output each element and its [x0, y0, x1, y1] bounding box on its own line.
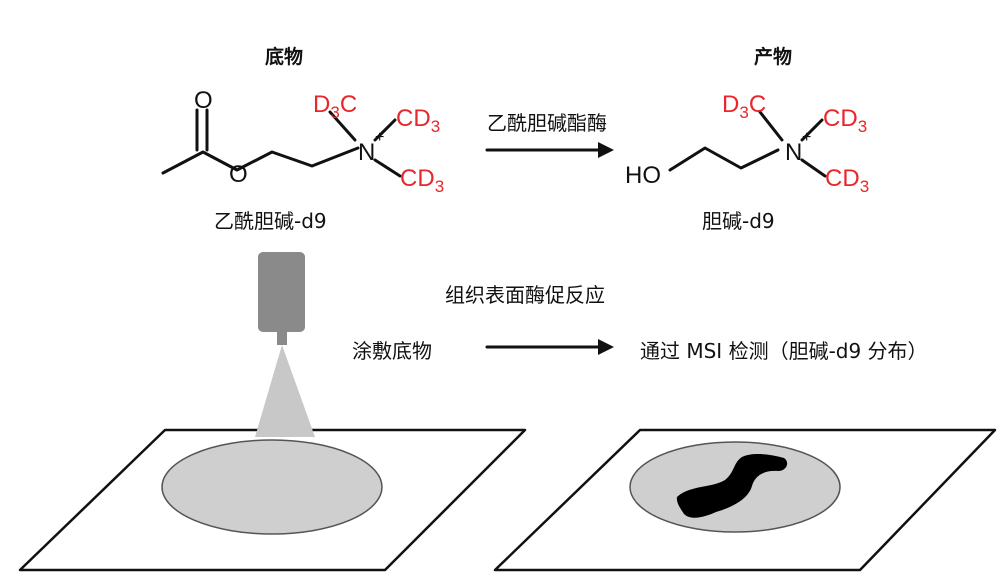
- choline-distribution-signal: [676, 454, 788, 518]
- n-methyl-bond-top-left: [328, 110, 357, 142]
- product-methyl-d3c: D3C: [722, 91, 766, 122]
- choline-methyl-bond-top-right: [800, 118, 824, 142]
- step1-label: 涂敷底物: [352, 339, 432, 363]
- slide-left: [18, 428, 527, 572]
- enzyme-label: 乙酰胆碱酯酶: [487, 111, 607, 135]
- acetylcholine-bonds: [161, 146, 360, 175]
- product-charge: +: [802, 129, 811, 146]
- product-methyl-cd3-upper: CD3: [823, 105, 867, 136]
- product-nitrogen: N: [785, 139, 802, 166]
- substrate-methyl-cd3-lower: CD3: [400, 165, 444, 196]
- substrate-charge: +: [375, 129, 384, 146]
- substrate-nitrogen: N: [358, 139, 375, 166]
- product-header: 产物: [754, 46, 793, 68]
- tissue-section-coated: [161, 439, 383, 535]
- product-name: 胆碱-d9: [702, 209, 775, 233]
- sprayer-nozzle: [277, 332, 287, 345]
- substrate-methyl-d3c: D3C: [313, 91, 357, 122]
- product-hydroxyl: HO: [625, 162, 661, 189]
- n-methyl-bond-top-right: [373, 118, 397, 142]
- step2-label: 通过 MSI 检测（胆碱-d9 分布）: [640, 339, 928, 363]
- choline-methyl-bond-bottom: [800, 158, 827, 178]
- process-arrowhead: [598, 339, 614, 355]
- enzyme-arrowhead: [598, 142, 614, 158]
- slide-right: [493, 428, 997, 572]
- choline-bonds: [668, 146, 780, 172]
- choline-methyl-bond-top-left: [758, 110, 784, 142]
- substrate-methyl-cd3-upper: CD3: [396, 105, 440, 136]
- product-methyl-cd3-lower: CD3: [825, 165, 869, 196]
- process-title: 组织表面酶促反应: [445, 283, 605, 307]
- substrate-header: 底物: [265, 46, 304, 68]
- carbonyl-oxygen: O: [194, 87, 213, 114]
- n-methyl-bond-bottom: [373, 158, 402, 178]
- spray-cone: [255, 345, 315, 437]
- substrate-name: 乙酰胆碱-d9: [214, 209, 327, 233]
- ester-oxygen: O: [229, 161, 248, 188]
- sprayer-body: [258, 252, 305, 332]
